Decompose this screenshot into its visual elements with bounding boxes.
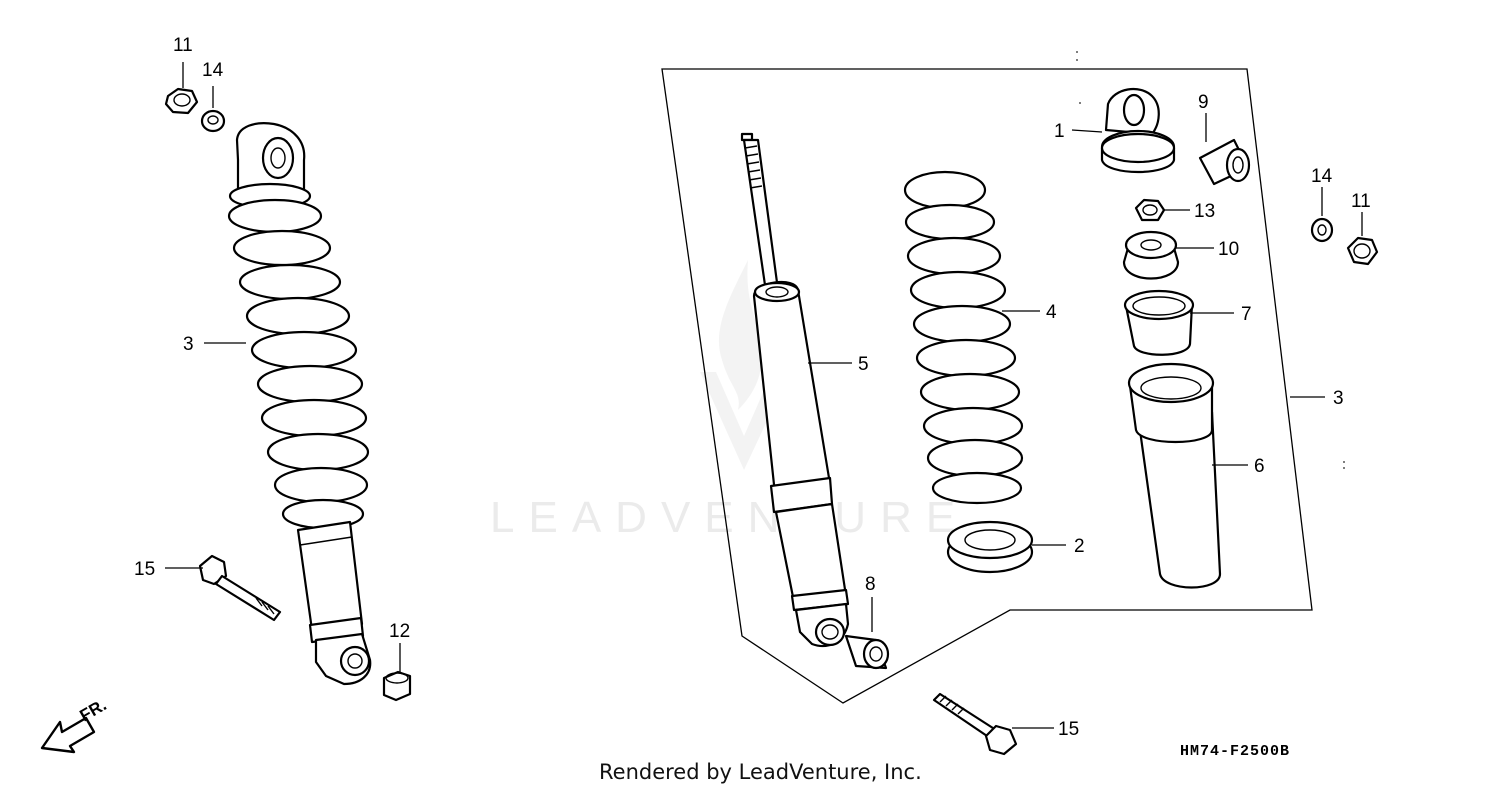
callout-3: 3 (1333, 388, 1344, 409)
assembly-bracket-outline (661, 68, 1313, 704)
watermark-text: LEADVENTURE (490, 493, 969, 542)
callout-6: 6 (1254, 456, 1265, 477)
left-washer-14 (200, 109, 226, 133)
front-direction-arrow: FR. (40, 695, 110, 754)
callout-left-12: 12 (389, 621, 410, 642)
callout-1: 1 (1054, 121, 1065, 142)
callout-4: 4 (1046, 302, 1057, 323)
drawing-code: HM74-F2500B (1180, 743, 1290, 760)
callout-left-15: 15 (134, 559, 155, 580)
nut-13 (1134, 198, 1166, 222)
callout-8: 8 (865, 574, 876, 595)
right-nut-11 (1346, 236, 1379, 266)
left-nut-12 (382, 670, 412, 702)
callout-left-14: 14 (202, 60, 224, 81)
callout-left-11: 11 (173, 35, 193, 56)
leader-lines (165, 62, 1363, 729)
credit-line: Rendered by LeadVenture, Inc. (599, 760, 922, 784)
right-washer-14 (1310, 217, 1334, 243)
callout-7: 7 (1241, 304, 1252, 325)
spring-4 (903, 170, 1024, 505)
collar-7 (1123, 289, 1195, 356)
callout-right-11: 11 (1351, 191, 1371, 212)
stopper-rubber-10 (1122, 230, 1180, 280)
left-bolt-15 (198, 554, 282, 622)
left-shock-absorber (227, 122, 372, 686)
callout-10: 10 (1218, 239, 1239, 260)
callout-5: 5 (858, 354, 869, 375)
callout-13: 13 (1194, 201, 1215, 222)
callout-left-3: 3 (183, 334, 194, 355)
upper-mount-1 (1100, 87, 1176, 174)
bushing-8 (844, 634, 890, 670)
callout-9: 9 (1198, 92, 1209, 113)
exploded-bolt-15 (932, 692, 1018, 756)
callout-right-14: 14 (1311, 166, 1333, 187)
callout-2: 2 (1074, 536, 1085, 557)
left-nut-11 (164, 87, 199, 115)
bushing-9 (1198, 138, 1251, 186)
spring-seat-2 (946, 520, 1034, 574)
dust-cover-6 (1127, 362, 1222, 589)
damper-5 (740, 132, 850, 648)
callout-exploded-15: 15 (1058, 719, 1079, 740)
